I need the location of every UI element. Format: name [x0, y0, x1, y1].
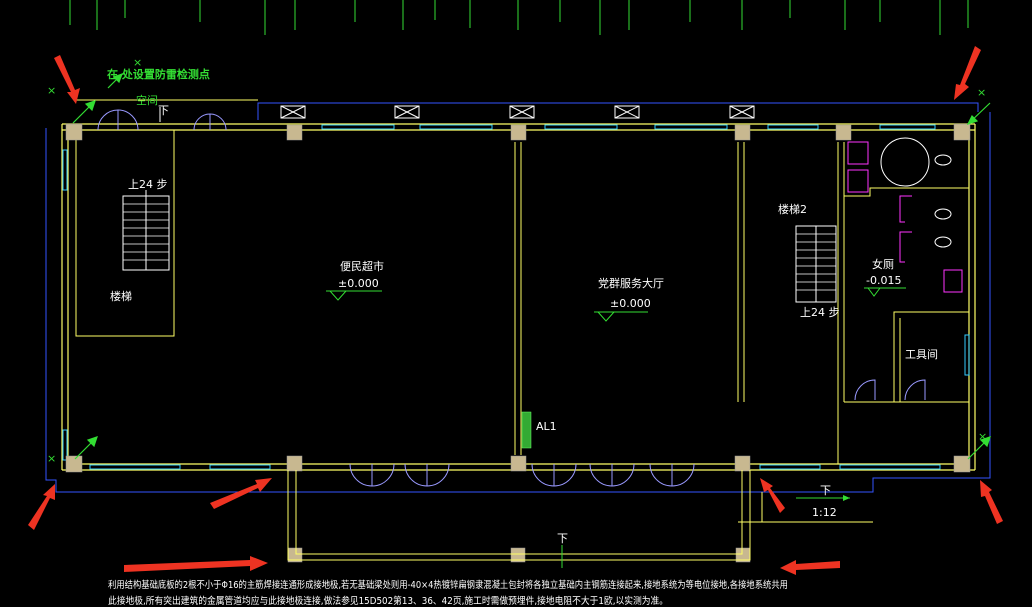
ramp-slope-label: 1:12 [812, 506, 837, 519]
svg-text:×: × [978, 430, 987, 443]
lightning-detection-arrow [54, 55, 80, 104]
entrance-platform [287, 470, 873, 561]
shop-level-label: ±0.000 [338, 277, 379, 290]
lightning-detection-arrow [760, 478, 785, 513]
detection-point-marker [967, 436, 991, 460]
vent-box-icon [509, 105, 535, 119]
stair2-name-label: 楼梯2 [778, 202, 807, 216]
detection-point-marker [107, 72, 124, 89]
vent-box-icon [280, 105, 306, 119]
stair1-up-label: 上24 步 [128, 178, 168, 191]
panel-al1-label: AL1 [536, 420, 557, 433]
vent-box-icon [394, 105, 420, 119]
stair2-up-label: 上24 步 [800, 306, 840, 319]
detection-point-marker [74, 436, 98, 460]
vent-box-icons [280, 105, 755, 119]
shop-name-label: 便民超市 [340, 259, 384, 273]
grounding-note-line1: 利用结构基础底板的2根不小于Φ16的主筋焊接连通形成接地极,若无基础梁处则用-4… [108, 579, 788, 591]
panel-al1 [521, 411, 532, 449]
hall-name-label: 党群服务大厅 [598, 276, 664, 290]
stair-1 [122, 190, 170, 271]
bottom-down-label: 下 [557, 532, 568, 545]
toilet-fixtures [847, 141, 963, 293]
svg-text:×: × [47, 84, 56, 97]
stair1-name-label: 楼梯 [110, 289, 132, 303]
detection-point-markers [72, 72, 991, 460]
toilet-fixtures-white [880, 137, 952, 248]
ground-level-symbols [326, 287, 906, 322]
hall-level-label: ±0.000 [610, 297, 651, 310]
doors [97, 109, 926, 487]
vent-box-icon [729, 105, 755, 119]
svg-text:×: × [133, 56, 142, 69]
interior-walls [75, 99, 969, 464]
top-room-label: 空间 [136, 93, 158, 107]
axis-frame [45, 102, 991, 493]
grounding-note-line2: 此接地极,所有突出建筑的金属管道均应与此接地极连接,做法参见15D502第13、… [108, 595, 668, 607]
cross-marks: × × × × × [47, 56, 987, 465]
top-note-label: 在 处设置防雷检测点 [107, 67, 210, 81]
vent-box-icon [614, 105, 640, 119]
lightning-detection-arrow [980, 480, 1003, 524]
stair-2 [795, 225, 837, 303]
lightning-detection-arrow [780, 560, 840, 575]
down-arrows [159, 107, 850, 568]
wc-level-label: -0.015 [866, 274, 901, 287]
lightning-detection-arrow [210, 478, 272, 509]
lightning-detection-arrow [28, 484, 55, 530]
axis-grid-lines [69, 0, 969, 35]
structural-columns [65, 123, 971, 563]
top-down-label: 下 [158, 104, 169, 117]
lightning-detection-arrow [124, 556, 268, 572]
windows [62, 124, 970, 470]
detection-point-marker [72, 100, 96, 124]
lightning-detection-arrows [28, 46, 1003, 575]
lightning-detection-arrow [954, 46, 981, 100]
ramp-down-label: 下 [820, 484, 831, 497]
wc-name-label: 女厕 [872, 257, 894, 271]
tool-room-label: 工具间 [905, 348, 938, 361]
svg-text:×: × [47, 452, 56, 465]
detection-point-marker [966, 102, 991, 126]
svg-text:×: × [977, 86, 986, 99]
